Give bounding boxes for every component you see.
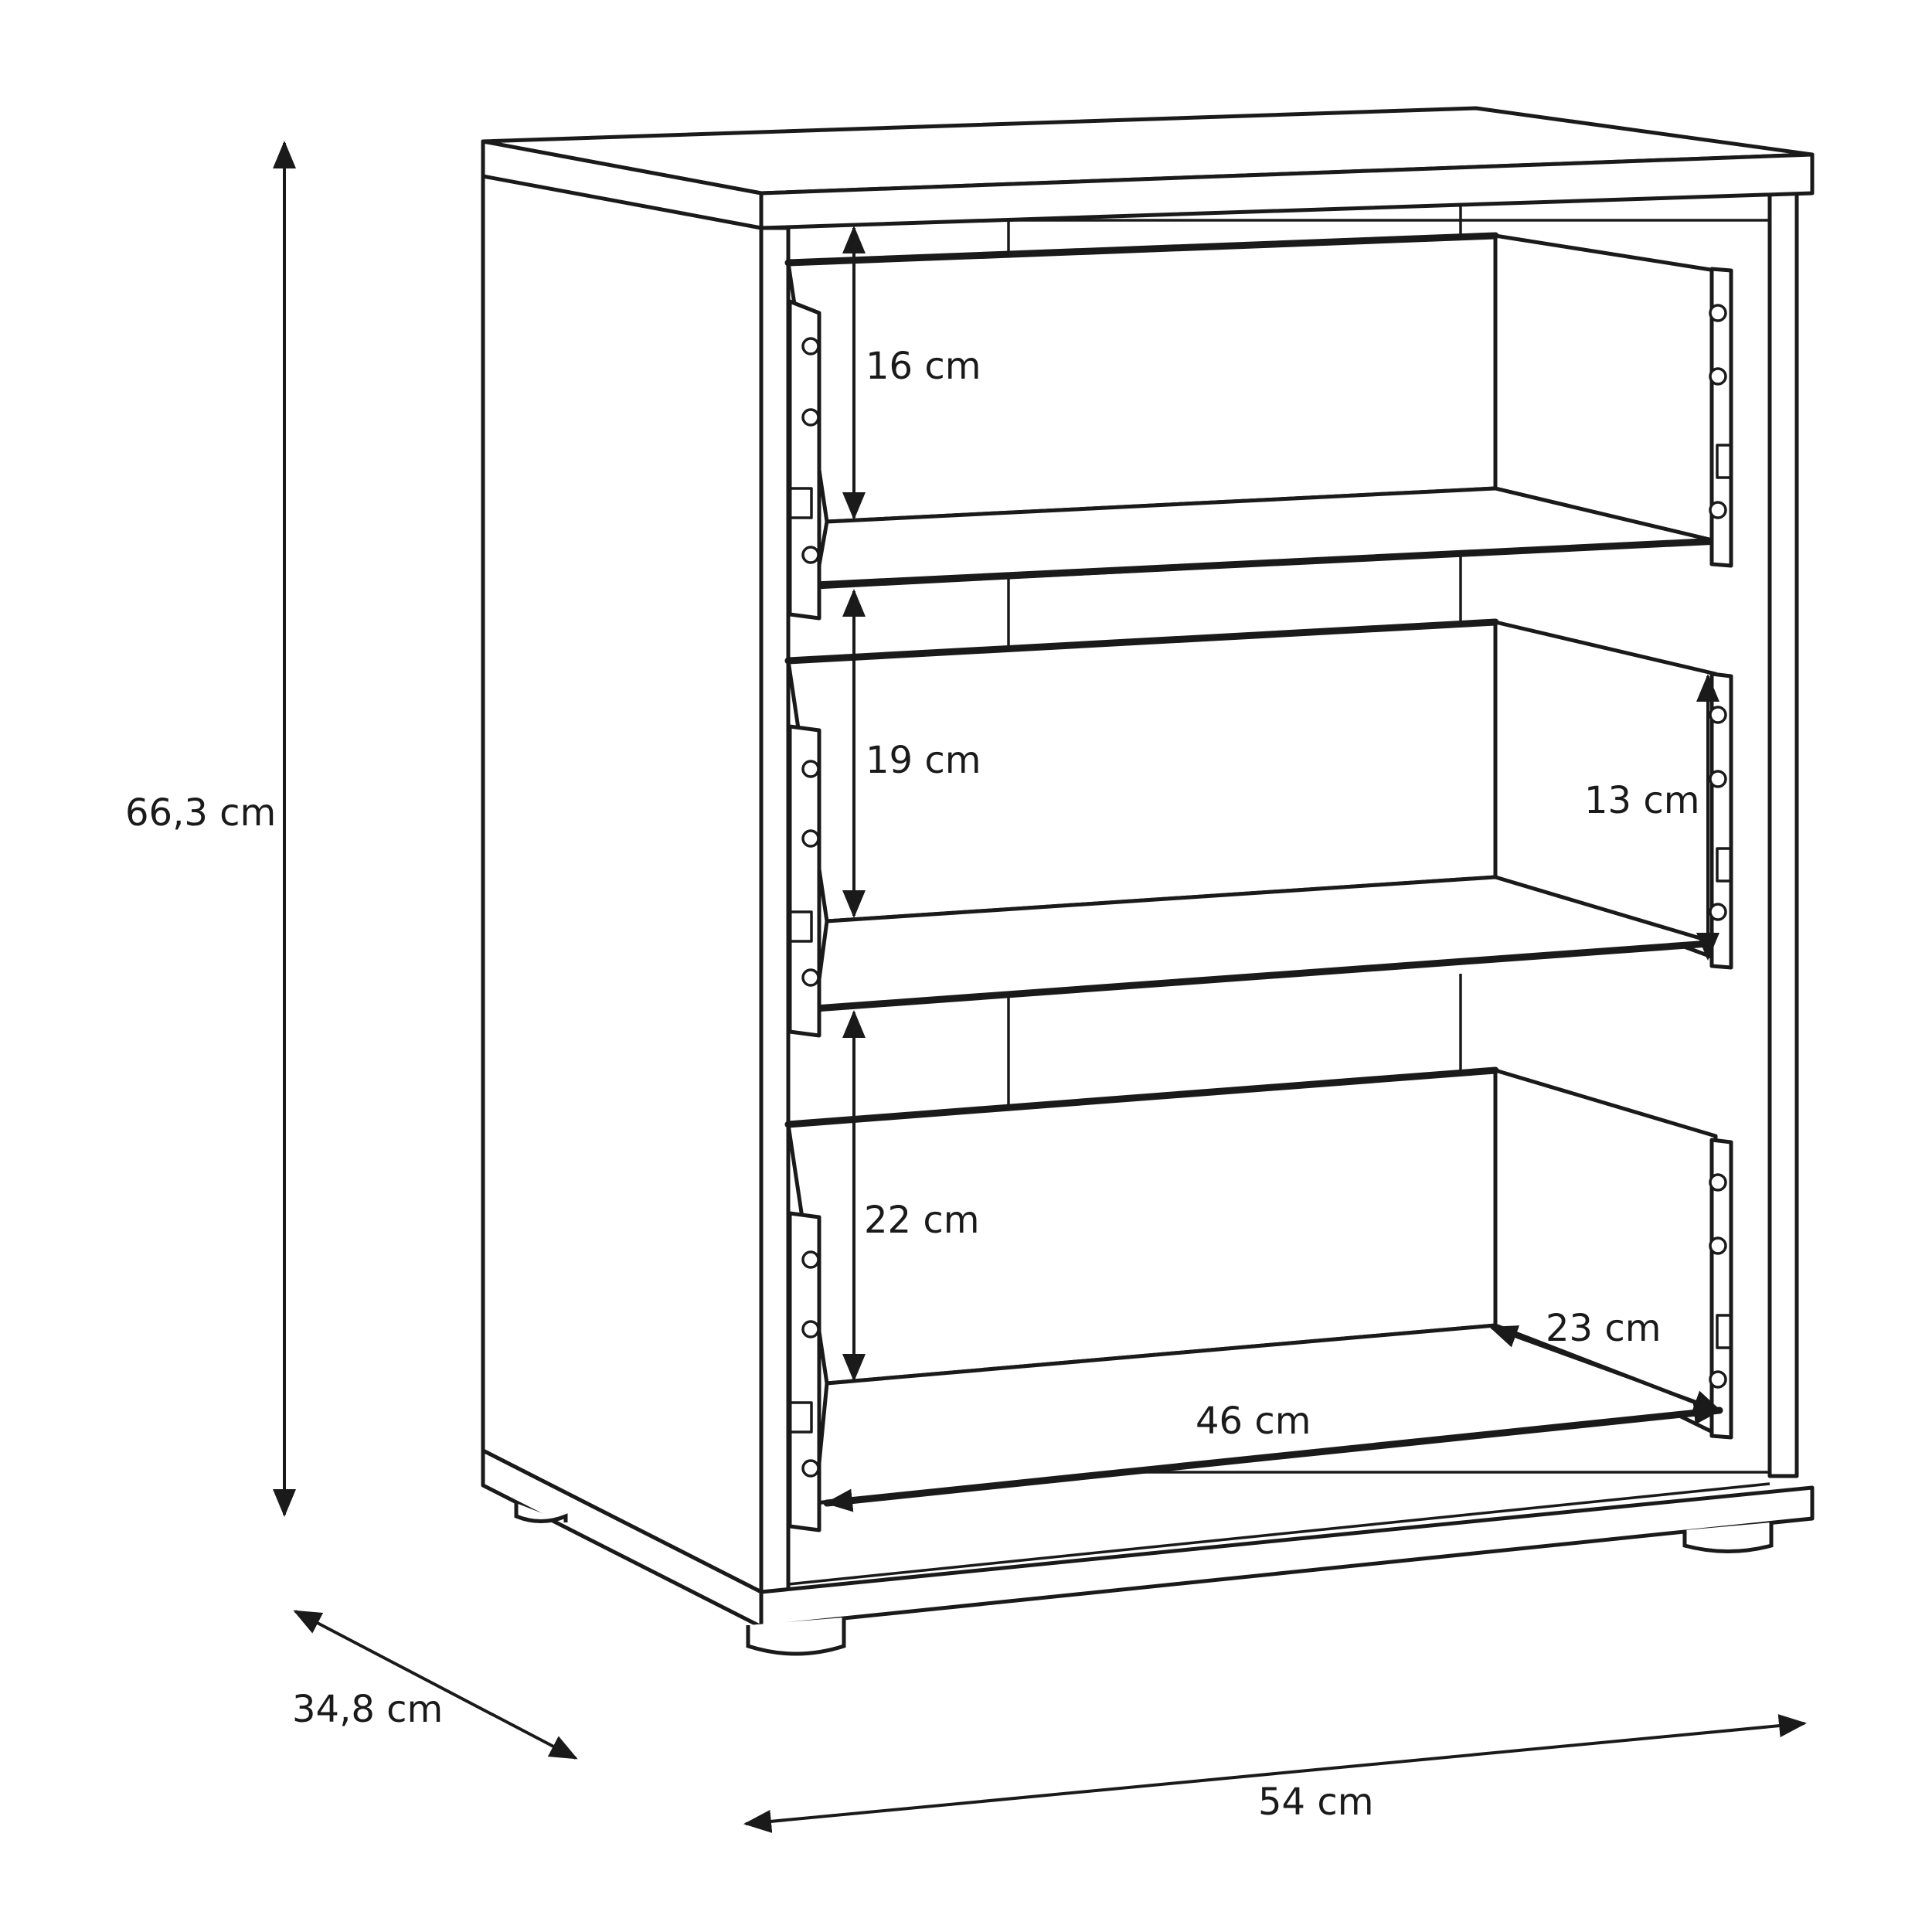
drawer-width-label: 46 cm — [1196, 1400, 1311, 1443]
depth-label: 34,8 cm — [292, 1688, 443, 1731]
width-label: 54 cm — [1258, 1781, 1373, 1824]
drawer2-height-label: 19 cm — [866, 739, 981, 782]
depth-dimension-line — [293, 1610, 578, 1760]
drawer3-height-label: 22 cm — [864, 1199, 979, 1242]
width-dimension-line — [743, 1714, 1807, 1833]
foot-front-right — [1682, 1522, 1774, 1553]
height-label: 66,3 cm — [125, 791, 276, 835]
drawer1-height-label: 16 cm — [866, 345, 981, 388]
left-front-edge — [759, 226, 791, 1617]
foot-front-left — [746, 1617, 846, 1656]
foot-back-left — [514, 1503, 568, 1523]
drawer-top — [784, 232, 1733, 621]
cabinet — [481, 106, 1815, 1656]
drawer-middle — [784, 618, 1733, 1038]
dimension-lines — [273, 141, 1807, 1833]
drawer-depth-dimension-line — [1489, 1325, 1722, 1413]
drawer-width-dimension-line — [823, 1401, 1723, 1512]
left-side-panel — [481, 139, 764, 1594]
right-side-panel — [1767, 191, 1799, 1478]
top-panel-side — [481, 139, 764, 230]
drawer-side-height-label: 13 cm — [1584, 779, 1699, 822]
bottom-plinth-front — [759, 1485, 1815, 1629]
drawer-depth-label: 23 cm — [1546, 1307, 1661, 1350]
